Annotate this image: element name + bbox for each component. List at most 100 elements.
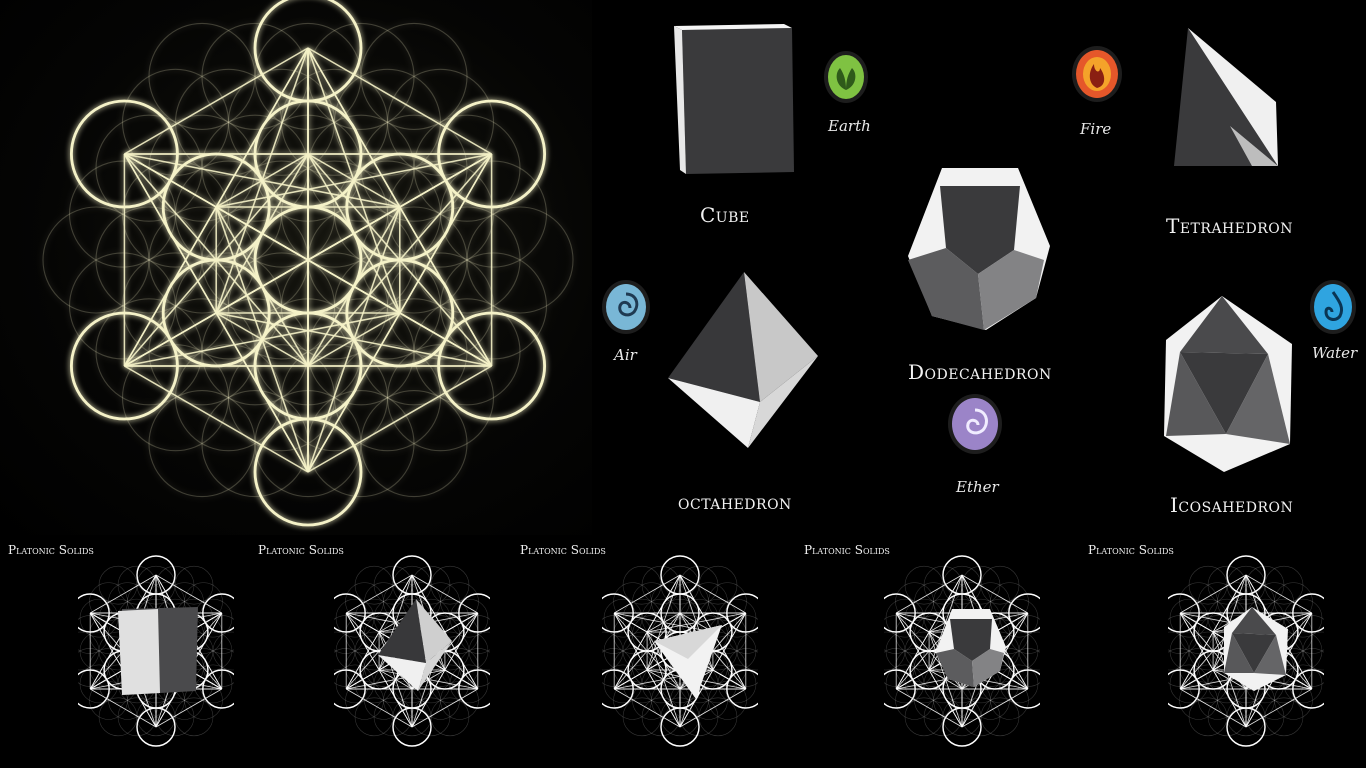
- node-circle: [458, 593, 490, 633]
- background-circle: [78, 631, 100, 671]
- metatrons-cube-diagram: [42, 0, 574, 527]
- connecting-line: [155, 574, 223, 614]
- icosahedron-label: Icosahedron: [1170, 493, 1294, 517]
- platonic-solids-panel: Cube Earth Fire Tetrahedron Dodecahedron: [592, 0, 1366, 535]
- node-circle: [78, 593, 110, 633]
- node-circle: [1292, 669, 1324, 709]
- strip-panel-tetrahedron: Platonic Solids: [516, 535, 798, 768]
- node-circle: [884, 593, 916, 633]
- background-circle: [1302, 631, 1324, 671]
- node-circle: [253, 417, 363, 527]
- connecting-line: [1179, 612, 1247, 728]
- background-circle: [430, 565, 470, 605]
- connecting-line: [345, 612, 413, 728]
- node-circle: [437, 99, 547, 209]
- node-circle: [726, 593, 758, 633]
- octahedron-shape-small: [378, 599, 452, 691]
- node-circle: [942, 555, 982, 595]
- background-circle: [622, 697, 662, 737]
- strip-panel-cube: Platonic Solids: [0, 535, 254, 768]
- strip-title: Platonic Solids: [804, 543, 890, 557]
- background-circle: [1188, 565, 1228, 605]
- strip-title: Platonic Solids: [258, 543, 344, 557]
- icosahedron-shape-small: [1224, 607, 1288, 691]
- earth-label: Earth: [828, 117, 871, 135]
- background-circle: [466, 206, 574, 314]
- earth-element: [822, 50, 870, 106]
- connecting-line: [613, 688, 681, 728]
- connecting-line: [411, 574, 479, 614]
- background-circle: [354, 565, 394, 605]
- node-circle: [1008, 593, 1040, 633]
- connecting-line: [307, 47, 492, 155]
- connecting-line: [345, 688, 413, 728]
- background-circle: [354, 697, 394, 737]
- background-circle: [698, 697, 738, 737]
- connecting-line: [1245, 574, 1313, 614]
- connecting-line: [124, 47, 309, 155]
- node-circle: [1226, 555, 1266, 595]
- node-circle: [884, 669, 916, 709]
- tetrahedron-shape: [1174, 28, 1278, 166]
- background-circle: [980, 697, 1020, 737]
- background-circle: [904, 565, 944, 605]
- node-circle: [78, 669, 110, 709]
- droplet-icon: [1310, 280, 1356, 334]
- background-circle: [430, 697, 470, 737]
- background-circle: [174, 565, 214, 605]
- fire-element: [1070, 44, 1124, 104]
- strip-title: Platonic Solids: [1088, 543, 1174, 557]
- cube-shape: [674, 24, 794, 174]
- strip-panel-dodecahedron: Platonic Solids: [798, 535, 1082, 768]
- node-circle: [660, 707, 700, 747]
- connecting-line: [679, 574, 747, 614]
- metatrons-cube-panel: [0, 0, 592, 535]
- connecting-line: [895, 574, 963, 614]
- connecting-line: [89, 688, 157, 728]
- water-element: [1308, 278, 1358, 336]
- node-circle: [1168, 669, 1200, 709]
- background-circle: [1264, 565, 1304, 605]
- ether-element: [946, 392, 1004, 456]
- connecting-line: [895, 688, 963, 728]
- background-circle: [698, 565, 738, 605]
- background-circle: [904, 697, 944, 737]
- tetrahedron-shape-small: [654, 625, 722, 699]
- node-circle: [942, 707, 982, 747]
- node-circle: [202, 593, 234, 633]
- ether-label: Ether: [956, 478, 999, 496]
- background-circle: [334, 631, 356, 671]
- node-circle: [627, 612, 667, 652]
- background-circle: [736, 631, 758, 671]
- background-circle: [884, 631, 906, 671]
- background-circle: [1018, 631, 1040, 671]
- connecting-line: [961, 688, 1029, 728]
- cube-shape-small: [118, 607, 198, 695]
- background-circle: [212, 631, 234, 671]
- node-circle: [1168, 593, 1200, 633]
- background-circle: [1168, 631, 1190, 671]
- node-circle: [334, 593, 366, 633]
- connecting-line: [89, 574, 157, 614]
- node-circle: [392, 707, 432, 747]
- node-circle: [602, 669, 634, 709]
- connecting-line: [1179, 688, 1247, 728]
- connecting-line: [613, 574, 681, 614]
- strip-title: Platonic Solids: [8, 543, 94, 557]
- strip-panel-icosahedron: Platonic Solids: [1082, 535, 1366, 768]
- node-circle: [334, 669, 366, 709]
- connecting-line: [1245, 688, 1313, 728]
- node-circle: [69, 99, 179, 209]
- connecting-line: [345, 574, 413, 614]
- fire-label: Fire: [1080, 120, 1112, 138]
- node-circle: [202, 669, 234, 709]
- background-circle: [1264, 697, 1304, 737]
- background-circle: [98, 697, 138, 737]
- connecting-line: [679, 688, 747, 728]
- flame-icon: [1072, 46, 1122, 102]
- strip-panel-octahedron: Platonic Solids: [254, 535, 516, 768]
- octahedron-shape: [668, 272, 818, 448]
- air-label: Air: [614, 346, 637, 364]
- connecting-line: [124, 153, 492, 367]
- spiral-icon: [948, 394, 1002, 454]
